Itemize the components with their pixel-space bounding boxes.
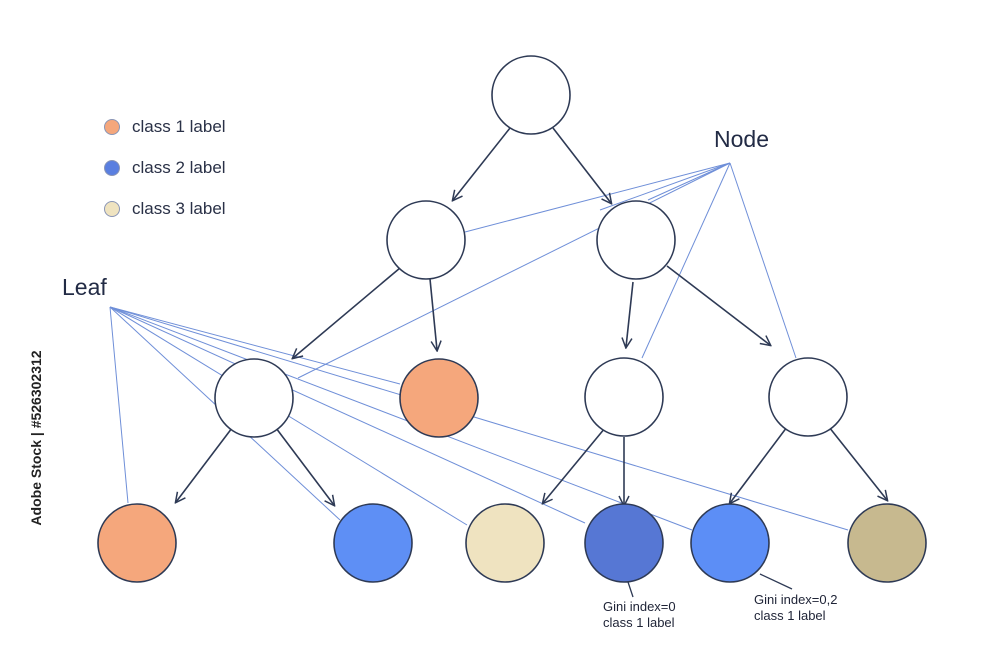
root-node xyxy=(491,55,571,135)
leaf-orange xyxy=(97,503,177,583)
node-label: Node xyxy=(714,126,769,152)
tree-edges xyxy=(176,127,887,505)
legend-swatch xyxy=(104,118,120,135)
gini-annotation-2: Gini index=0,2 class 1 label xyxy=(754,592,837,624)
gini-annotation-2-line2: class 1 label xyxy=(754,608,826,623)
legend-swatch xyxy=(104,200,120,217)
legend-label: class 1 label xyxy=(132,116,226,136)
annotation-leaders xyxy=(627,573,793,598)
legend-label: class 3 label xyxy=(132,198,226,218)
leaf-darkblue xyxy=(584,503,664,583)
legend: class 1 label class 2 label class 3 labe… xyxy=(104,106,226,229)
gini-annotation-1-line2: class 1 label xyxy=(603,615,675,630)
node-pointer-lines xyxy=(297,162,797,379)
leaf-brightblue xyxy=(690,503,770,583)
gini-annotation-1: Gini index=0 class 1 label xyxy=(603,599,676,631)
node-level1-left xyxy=(386,200,466,280)
leaf-orange-mid xyxy=(399,358,479,438)
leaf-label: Leaf xyxy=(62,274,107,300)
decision-nodes xyxy=(214,55,848,438)
gini-annotation-2-line1: Gini index=0,2 xyxy=(754,592,838,607)
leaf-blue xyxy=(333,503,413,583)
legend-label: class 2 label xyxy=(132,157,226,177)
leaf-tan xyxy=(847,503,927,583)
leaf-cream xyxy=(465,503,545,583)
node-level2-a xyxy=(214,358,294,438)
node-level2-d xyxy=(768,357,848,437)
leaf-nodes xyxy=(97,358,927,583)
legend-item-class3: class 3 label xyxy=(104,188,226,229)
node-level1-right xyxy=(596,200,676,280)
node-level2-c xyxy=(584,357,664,437)
legend-item-class1: class 1 label xyxy=(104,106,226,147)
legend-item-class2: class 2 label xyxy=(104,147,226,188)
gini-annotation-1-line1: Gini index=0 xyxy=(603,599,676,614)
stock-watermark-id: Adobe Stock | #526302312 xyxy=(28,350,44,526)
legend-swatch xyxy=(104,159,120,176)
